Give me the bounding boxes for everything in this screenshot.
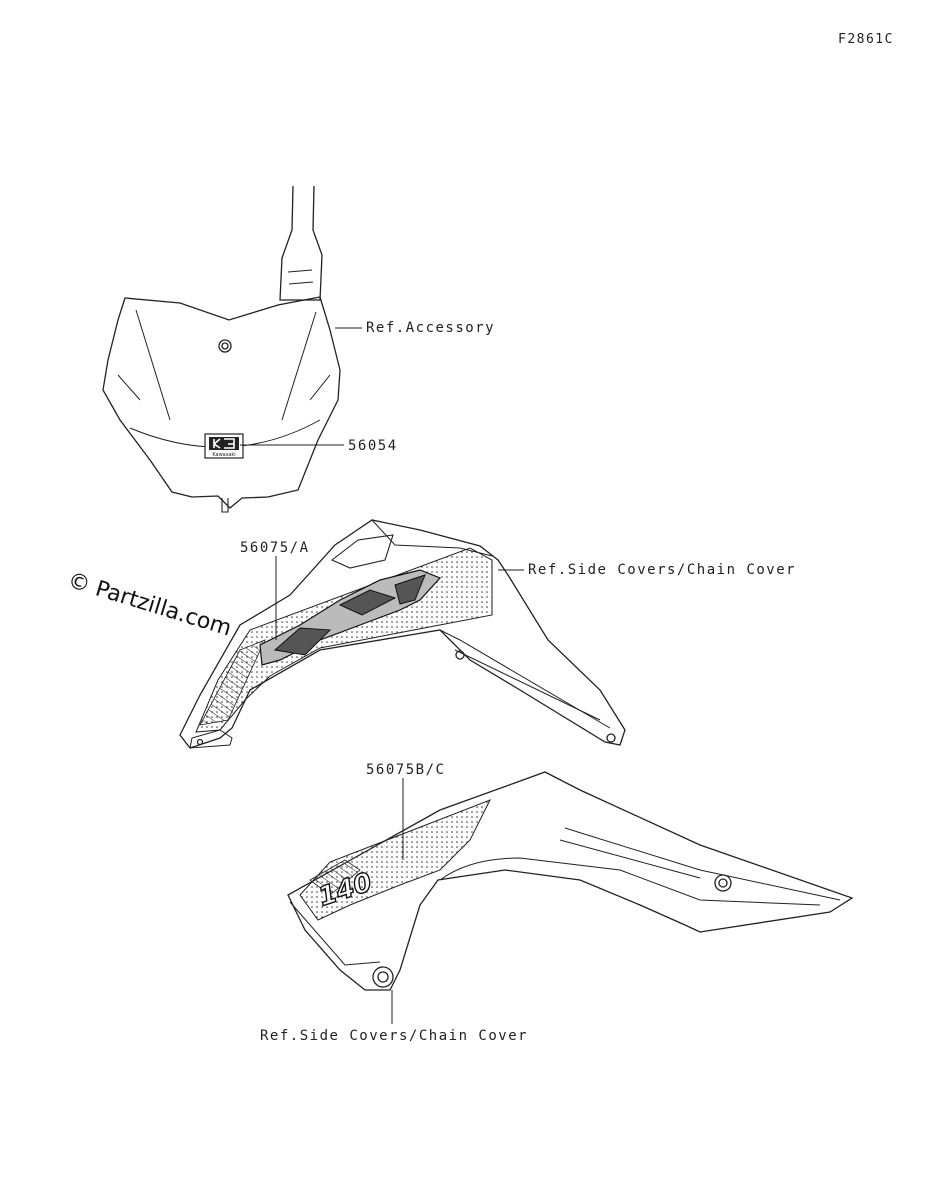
callout-ref-accessory[interactable]: Ref.Accessory — [366, 320, 496, 336]
headlight-stem — [279, 185, 323, 301]
callout-56054[interactable]: 56054 — [348, 438, 398, 454]
callout-ref-side-covers-top[interactable]: Ref.Side Covers/Chain Cover — [528, 562, 797, 578]
plate-outline — [102, 296, 341, 509]
leader-lines — [240, 327, 524, 1024]
logo-text: Kawasaki — [212, 452, 235, 458]
upper-shroud-decal — [195, 547, 493, 733]
lower-side-cover — [287, 771, 854, 991]
callout-56075BC[interactable]: 56075B/C — [366, 762, 446, 778]
upper-shroud-outline — [179, 519, 626, 749]
front-number-plate — [102, 185, 341, 513]
callout-56075A[interactable]: 56075/A — [240, 540, 310, 556]
upper-shroud — [179, 519, 626, 749]
callout-ref-side-covers-bottom[interactable]: Ref.Side Covers/Chain Cover — [260, 1028, 529, 1044]
lower-side-cover-decal: 140 — [299, 799, 492, 921]
figure-code: F2861C — [838, 32, 894, 47]
lower-side-cover-outline — [287, 771, 854, 991]
kawasaki-logo-decal: Kawasaki — [204, 433, 244, 459]
